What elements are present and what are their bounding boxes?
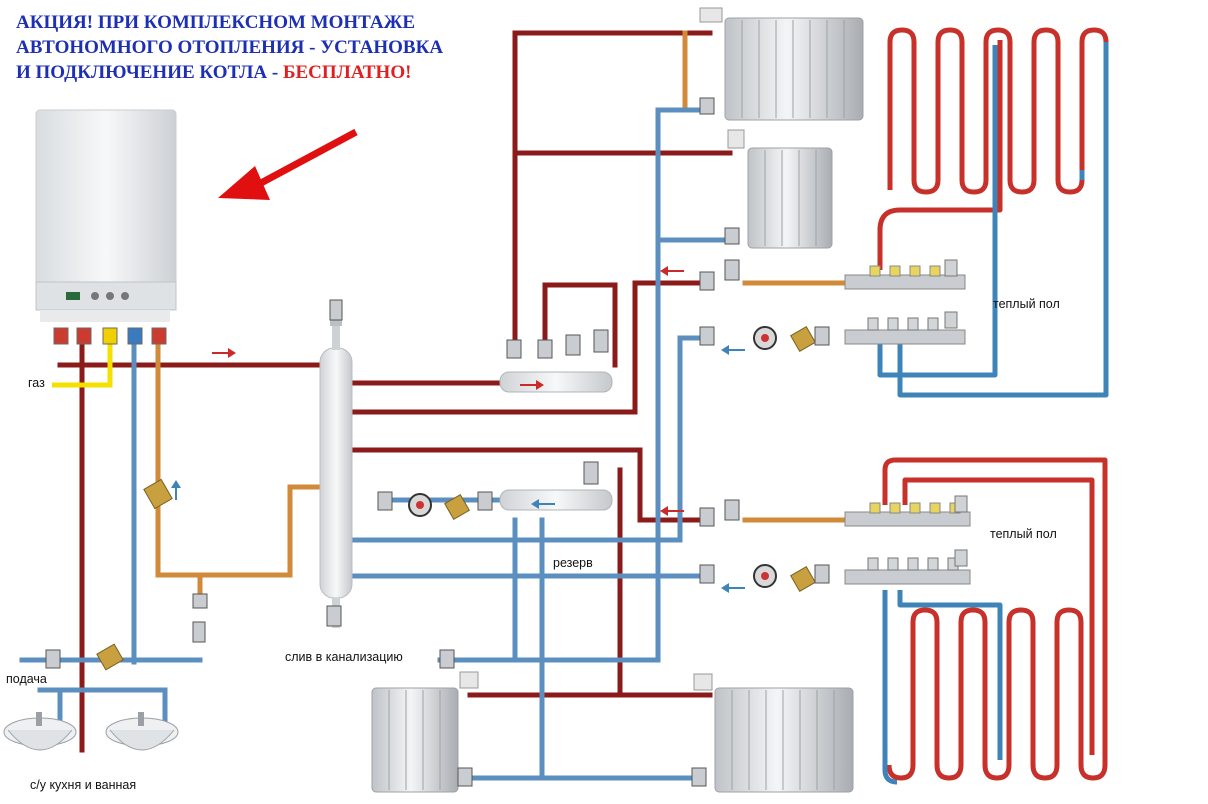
label-reserve: резерв <box>553 556 593 570</box>
radiator-icon <box>699 7 864 121</box>
return-pipes <box>19 107 733 781</box>
boiler-valves <box>53 327 167 345</box>
sink-icon <box>3 712 77 751</box>
upper-header-icon <box>499 371 613 393</box>
lower-header-icon <box>499 489 613 511</box>
circulation-pump-icon <box>408 326 777 588</box>
label-drain: слив в канализацию <box>285 650 403 664</box>
manifold-icon <box>844 259 966 345</box>
label-gas: газ <box>28 376 45 390</box>
promo-text: АКЦИЯ! ПРИ КОМПЛЕКСНОМ МОНТАЖЕ АВТОНОМНО… <box>16 10 516 85</box>
valve-icon <box>45 97 830 787</box>
label-floor-2: теплый пол <box>990 527 1057 541</box>
promo-line-3: И ПОДКЛЮЧЕНИЕ КОТЛА - БЕСПЛАТНО! <box>16 60 516 85</box>
pointer-arrow-icon <box>218 128 358 200</box>
manifold-icon <box>844 495 971 585</box>
supply-pipes <box>57 30 733 753</box>
hydraulic-separator-icon <box>319 300 353 628</box>
label-bathroom: с/у кухня и ванная <box>30 778 137 792</box>
promo-line-1: АКЦИЯ! ПРИ КОМПЛЕКСНОМ МОНТАЖЕ <box>16 12 416 33</box>
gas-pipe <box>52 330 113 388</box>
filter-icon <box>96 326 816 671</box>
flow-arrows <box>212 266 684 516</box>
promo-line-2: АВТОНОМНОГО ОТОПЛЕНИЯ - УСТАНОВКА <box>16 37 444 58</box>
promo-highlight: БЕСПЛАТНО! <box>282 62 412 83</box>
floor-loop-bottom <box>882 457 1108 785</box>
floor-loop-top <box>877 27 1109 398</box>
flow-arrows-return <box>171 345 745 593</box>
radiator-icon <box>371 671 479 793</box>
radiator-icon <box>727 129 833 249</box>
radiator-icon <box>693 673 854 793</box>
promo-line-3-text: И ПОДКЛЮЧЕНИЕ КОТЛА - <box>16 62 283 83</box>
sink-icon <box>105 712 179 751</box>
label-floor-1: теплый пол <box>993 297 1060 311</box>
boiler-icon <box>35 109 177 322</box>
label-supply: подача <box>6 672 47 686</box>
